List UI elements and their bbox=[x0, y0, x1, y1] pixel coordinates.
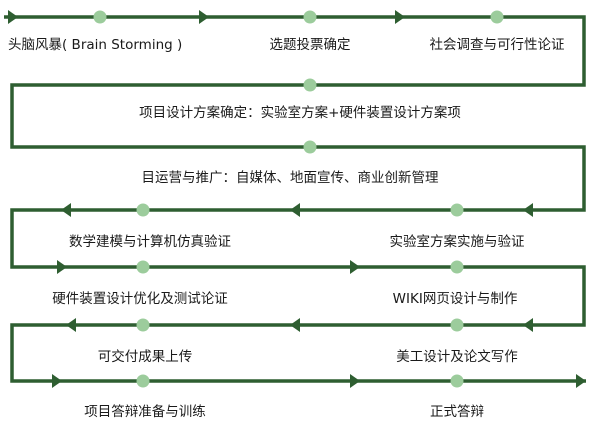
step-social-survey-label: 社会调查与可行性论证 bbox=[429, 37, 565, 53]
step-topic-vote-label: 选题投票确定 bbox=[269, 37, 351, 53]
flow-node-3 bbox=[490, 10, 504, 24]
flow-node-5 bbox=[303, 140, 317, 154]
arrowhead-14 bbox=[350, 374, 360, 388]
flow-node-7 bbox=[450, 203, 464, 217]
flow-node-8 bbox=[136, 260, 150, 274]
step-wiki-label: WIKI网页设计与制作 bbox=[392, 291, 518, 307]
step-defense-prep-label: 项目答辩准备与训练 bbox=[84, 404, 206, 420]
step-deliverables-label: 可交付成果上传 bbox=[97, 349, 193, 365]
step-final-defense-label: 正式答辩 bbox=[430, 404, 484, 420]
arrowhead-9 bbox=[350, 260, 360, 274]
arrowhead-5 bbox=[61, 203, 71, 217]
step-design-plan-label: 项目设计方案确定：实验室方案+硬件装置设计方案项 bbox=[139, 105, 461, 121]
arrowhead-13 bbox=[52, 374, 62, 388]
arrowhead-1 bbox=[8, 10, 18, 24]
arrowhead-12 bbox=[523, 318, 533, 332]
flow-node-12 bbox=[136, 374, 150, 388]
step-art-paper-label: 美工设计及论文写作 bbox=[396, 349, 518, 365]
arrowhead-7 bbox=[523, 203, 533, 217]
arrowhead-6 bbox=[290, 203, 300, 217]
step-lab-implementation-label: 实验室方案实施与验证 bbox=[389, 234, 525, 250]
flow-node-10 bbox=[136, 318, 150, 332]
step-hardware-optimization-label: 硬件装置设计优化及测试论证 bbox=[52, 291, 228, 307]
arrowhead-2 bbox=[199, 10, 209, 24]
step-brainstorming-label: 头脑风暴( Brain Storming ) bbox=[8, 37, 183, 53]
flow-node-1 bbox=[93, 10, 107, 24]
arrowhead-11 bbox=[290, 318, 300, 332]
arrowhead-8 bbox=[57, 260, 67, 274]
flow-node-6 bbox=[136, 203, 150, 217]
flow-node-4 bbox=[303, 78, 317, 92]
flow-node-9 bbox=[450, 260, 464, 274]
flow-node-11 bbox=[450, 318, 464, 332]
arrowhead-10 bbox=[66, 318, 76, 332]
arrowhead-4 bbox=[576, 374, 586, 388]
arrowhead-3 bbox=[395, 10, 405, 24]
step-modeling-label: 数学建模与计算机仿真验证 bbox=[69, 234, 231, 250]
flow-node-2 bbox=[303, 10, 317, 24]
flow-node-13 bbox=[450, 374, 464, 388]
step-operation-label: 目运营与推广：自媒体、地面宣传、商业创新管理 bbox=[141, 170, 439, 186]
